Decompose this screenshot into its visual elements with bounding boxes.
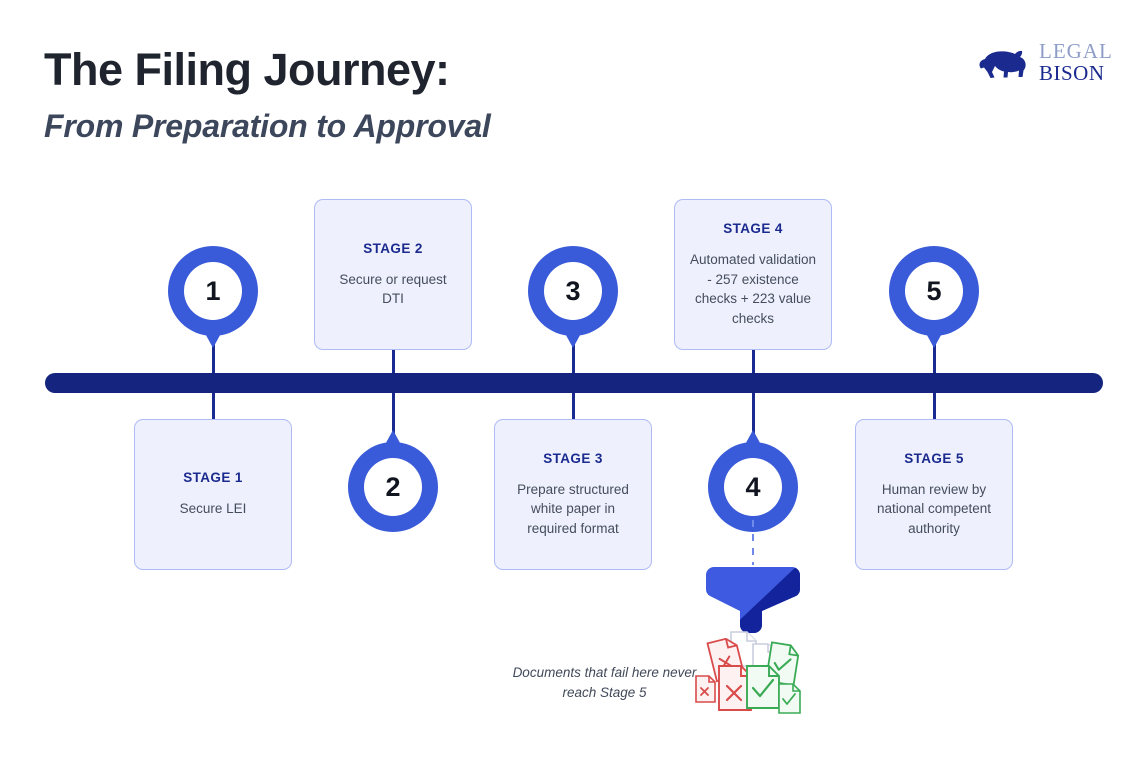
stage-label: STAGE 5 [904, 450, 964, 466]
page-title: The Filing Journey: [44, 44, 450, 95]
stage-pin-2[interactable]: 2 [348, 427, 438, 532]
document-approve-icon [746, 641, 801, 714]
document-reject-icon [695, 637, 752, 711]
funnel-caption: Documents that fail here never reach Sta… [512, 665, 697, 700]
stage-description: Secure or request DTI [339, 271, 447, 307]
documents-cluster [693, 628, 813, 718]
stage-pin-1[interactable]: 1 [168, 246, 258, 351]
pin-tail-icon [561, 326, 585, 348]
pin-tail-icon [741, 430, 765, 452]
stage-label: STAGE 4 [723, 221, 783, 236]
stage-card-2[interactable]: STAGE 2 Secure or request DTI [314, 199, 472, 350]
connector-stage-4 [751, 347, 755, 442]
pin-tail-icon [922, 326, 946, 348]
stage-description: Automated validation - 257 existence che… [689, 252, 817, 326]
logo-text-legal: LEGAL [1039, 39, 1113, 63]
logo-text-bison: BISON [1039, 61, 1105, 85]
funnel-dashed-connector [751, 520, 754, 565]
stage-card-3[interactable]: STAGE 3 Prepare structured white paper i… [494, 419, 652, 570]
connector-stage-2 [391, 347, 395, 442]
timeline-bar [45, 373, 1103, 393]
stage-card-1[interactable]: STAGE 1 Secure LEI [134, 419, 292, 570]
pin-tail-icon [201, 326, 225, 348]
pin-number: 5 [905, 262, 963, 320]
stage-card-5[interactable]: STAGE 5 Human review by national compete… [855, 419, 1013, 570]
funnel-icon [706, 563, 800, 633]
logo-wordmark: LEGAL BISON [1039, 39, 1113, 85]
stage-card-4[interactable]: STAGE 4 Automated validation - 257 exist… [674, 199, 832, 350]
stage-description: Secure LEI [179, 501, 247, 517]
stage-description: Human review by national competent autho… [876, 481, 992, 536]
stage-label: STAGE 2 [363, 240, 423, 256]
stage-pin-5[interactable]: 5 [889, 246, 979, 351]
pin-number: 3 [544, 262, 602, 320]
stage-pin-3[interactable]: 3 [528, 246, 618, 351]
pin-number: 4 [724, 458, 782, 516]
pin-tail-icon [381, 430, 405, 452]
stage-pin-4[interactable]: 4 [708, 427, 798, 532]
pin-number: 2 [364, 458, 422, 516]
stage-label: STAGE 1 [183, 470, 243, 486]
stage-description: Prepare structured white paper in requir… [517, 481, 629, 536]
pin-number: 1 [184, 262, 242, 320]
bison-silhouette-icon [977, 46, 1037, 82]
stage-label: STAGE 3 [543, 450, 603, 466]
brand-logo: LEGAL BISON [977, 39, 1113, 88]
page-subtitle: From Preparation to Approval [44, 108, 491, 144]
